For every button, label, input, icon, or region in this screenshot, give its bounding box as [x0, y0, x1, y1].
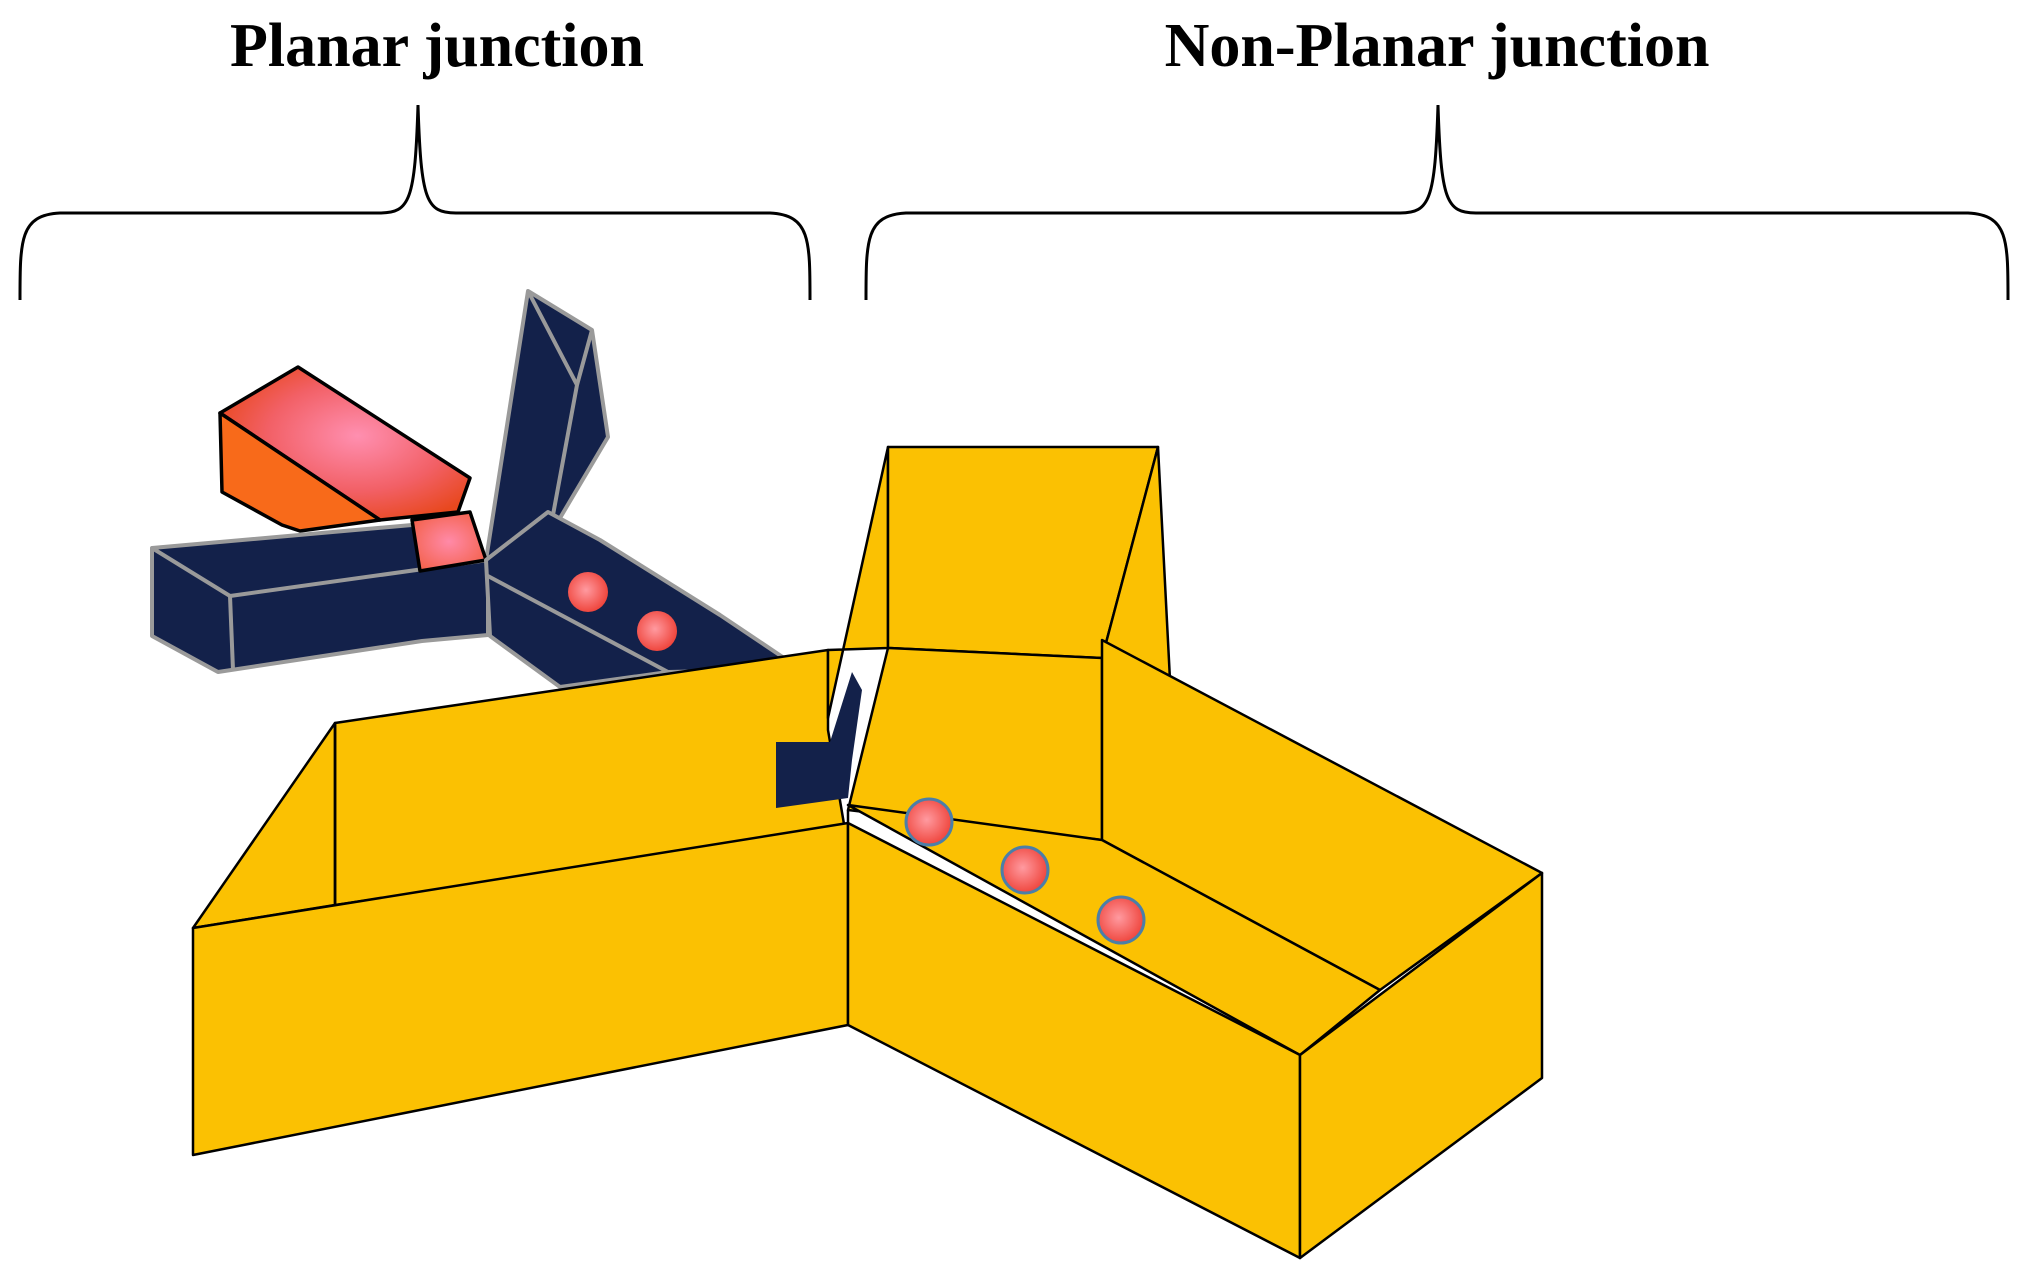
junction-cube [410, 510, 488, 573]
planar-junction-label: Planar junction [230, 12, 644, 80]
non-planar-junction-label: Non-Planar junction [1165, 12, 1710, 80]
non-planar-particle-1 [904, 797, 954, 847]
non-planar-junction [191, 445, 1544, 1260]
planar-brace [18, 104, 812, 301]
channel-window [776, 672, 862, 808]
planar-particle-1 [568, 572, 608, 612]
right-end-face [1298, 871, 1544, 1260]
planar-particle-2 [637, 611, 677, 651]
non-planar-particle-2 [1000, 845, 1050, 895]
planar-right-arm [484, 510, 792, 689]
non-planar-brace [864, 104, 2010, 301]
left-end-face [191, 721, 337, 930]
non-planar-particle-3 [1096, 895, 1146, 945]
orange-block [218, 365, 472, 533]
planar-upper-arm [484, 289, 610, 562]
planar-junction [150, 289, 792, 689]
upper-arm-left-wall [826, 445, 890, 720]
